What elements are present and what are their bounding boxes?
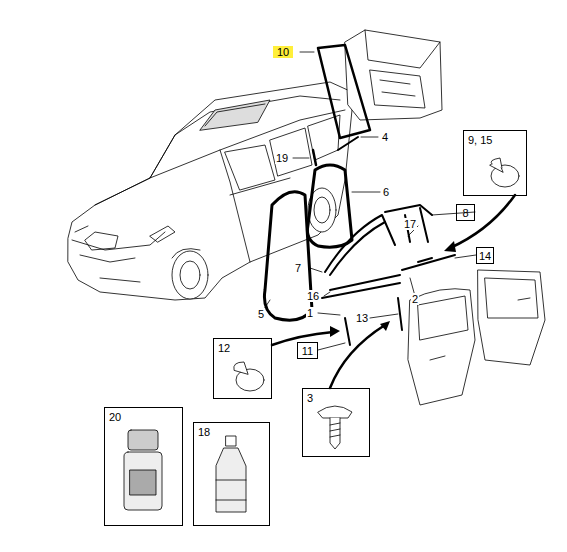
callout-number: 11 <box>302 345 313 357</box>
screw-icon <box>318 406 352 449</box>
leader-line <box>300 52 314 53</box>
callout-number: 8 <box>462 207 468 219</box>
leader-line <box>352 192 380 193</box>
callout-number: 5 <box>257 308 265 320</box>
part-box: 9, 15 <box>463 130 527 196</box>
door-seal <box>264 192 312 321</box>
callout-box: 14 <box>476 247 494 264</box>
leader-line <box>361 137 378 138</box>
tailgate-seal <box>318 45 370 138</box>
callout-number: 19 <box>275 152 289 164</box>
clip-icon <box>234 158 519 391</box>
part-box: 3 <box>302 388 370 457</box>
strip <box>338 137 358 150</box>
door-illustration <box>408 270 545 405</box>
callout-number: 16 <box>306 290 320 302</box>
clip <box>313 150 316 165</box>
callout-number: 12 <box>218 342 230 354</box>
part-box: 18 <box>193 422 270 526</box>
arrow-head <box>330 241 456 337</box>
callout-number: 1 <box>306 307 314 319</box>
callout-number: 4 <box>381 131 389 143</box>
callout-number: 14 <box>479 250 491 262</box>
callout-box: 11 <box>297 342 318 359</box>
door-seal <box>307 165 352 247</box>
leader-line <box>293 158 309 159</box>
part-box: 12 <box>213 338 272 399</box>
callout-number: 6 <box>382 186 390 198</box>
callout-box: 8 <box>456 204 475 221</box>
tailgate-illustration <box>345 30 442 120</box>
callout-number: 18 <box>198 426 210 438</box>
callout-number: 17 <box>403 218 417 230</box>
callout-number: 10 <box>273 46 293 58</box>
callout-number: 2 <box>411 293 419 305</box>
pointer-arrow <box>272 195 515 388</box>
callout-number: 3 <box>307 392 313 404</box>
part-box: 20 <box>104 407 183 526</box>
callout-number: 20 <box>109 411 121 423</box>
callout-number: 13 <box>355 312 369 324</box>
callout-number: 9, 15 <box>468 134 492 146</box>
bottle-icon <box>124 430 246 512</box>
callout-number: 7 <box>294 262 302 274</box>
